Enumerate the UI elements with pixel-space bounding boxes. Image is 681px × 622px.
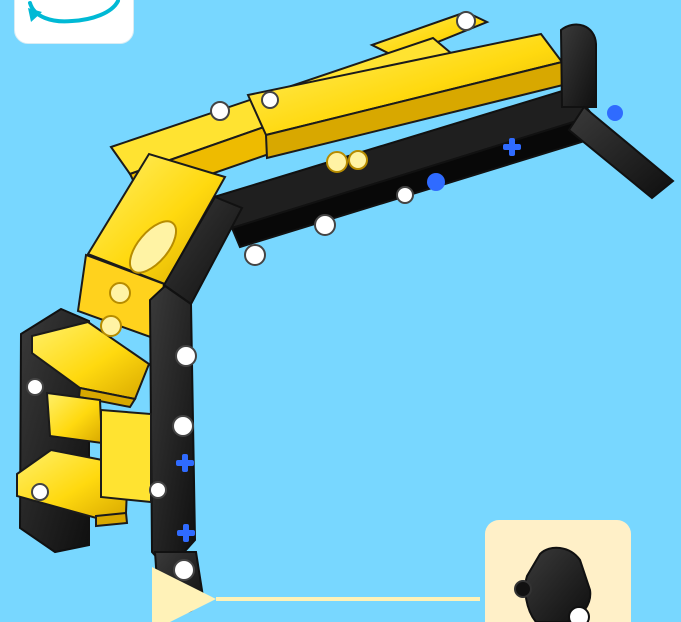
- rotate-icon: [28, 1, 118, 22]
- lego-technic-assembly-icon: [17, 12, 673, 613]
- black-connector-part-icon: [515, 548, 590, 622]
